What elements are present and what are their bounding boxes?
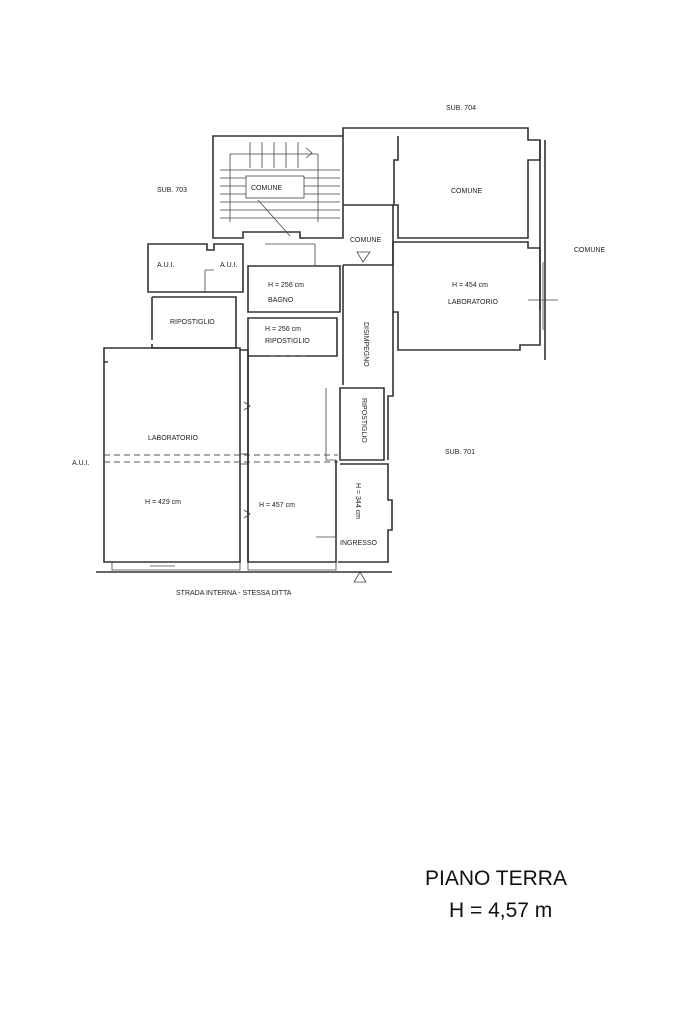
label-street: STRADA INTERNA - STESSA DITTA	[176, 590, 292, 597]
label-laboratorio-left: LABORATORIO	[148, 435, 198, 442]
stairwell	[212, 135, 344, 239]
label-center-height: H = 457 cm	[259, 502, 295, 509]
room-aui	[147, 243, 244, 293]
label-aui-2: A.U.I.	[220, 262, 238, 269]
label-ripostiglio-small-height: H = 256 cm	[265, 326, 301, 333]
floor-height: H = 4,57 m	[449, 899, 553, 922]
floor-title: PIANO TERRA	[425, 867, 567, 890]
label-ripostiglio-small: RIPOSTIGLIO	[265, 338, 310, 345]
label-comune-stairs: COMUNE	[251, 185, 282, 192]
label-ingresso: INGRESSO	[340, 540, 378, 547]
street-frontage	[96, 562, 392, 573]
label-bagno-height: H = 256 cm	[268, 282, 304, 289]
label-disimpegno: DISIMPEGNO	[362, 322, 369, 367]
label-bagno: BAGNO	[268, 297, 294, 304]
room-bagno	[247, 243, 341, 313]
room-laboratorio-left	[103, 347, 338, 563]
room-comune-top-right	[342, 127, 546, 360]
room-ripostiglio-small	[247, 317, 338, 357]
label-ingresso-height: H = 344 cm	[354, 483, 361, 519]
label-laboratorio-left-height: H = 429 cm	[145, 499, 181, 506]
room-center	[247, 356, 337, 563]
label-ripostiglio-vertical: RIPOSTIGLIO	[360, 398, 367, 443]
label-aui-1: A.U.I.	[157, 262, 175, 269]
label-sub701: SUB. 701	[445, 449, 475, 456]
room-comune-small	[343, 204, 394, 266]
label-laboratorio-right: LABORATORIO	[448, 299, 498, 306]
label-aui-left: A.U.I.	[72, 460, 90, 467]
label-ripostiglio-top-left: RIPOSTIGLIO	[170, 319, 215, 326]
room-laboratorio-right	[392, 241, 558, 351]
label-comune-outside: COMUNE	[574, 247, 605, 254]
label-sub704: SUB. 704	[446, 105, 476, 112]
room-ingresso	[316, 463, 393, 583]
label-comune-small: COMUNE	[350, 237, 381, 244]
label-comune-top-right: COMUNE	[451, 188, 482, 195]
corridor-disimpegno	[325, 265, 394, 461]
label-laboratorio-right-height: H = 454 cm	[452, 282, 488, 289]
label-sub703: SUB. 703	[157, 187, 187, 194]
